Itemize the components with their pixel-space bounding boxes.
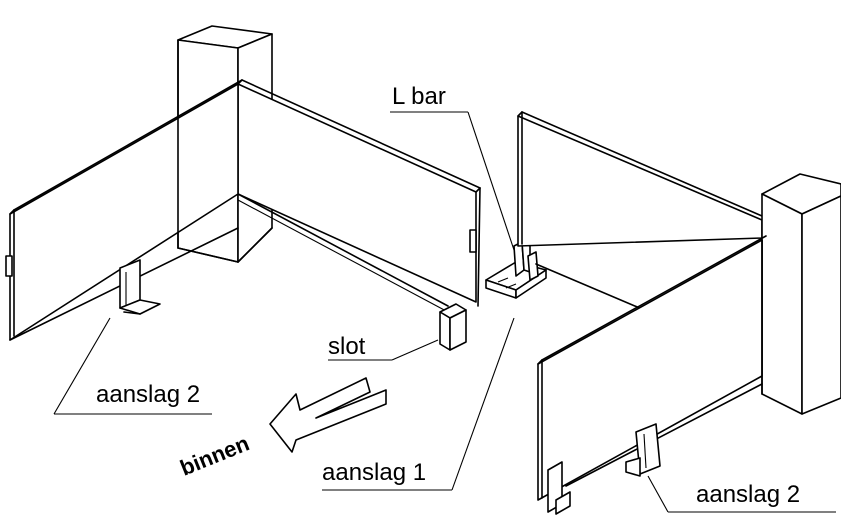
label-aanslag-1: aanslag 1 bbox=[322, 459, 426, 486]
l-bar-connector bbox=[485, 241, 547, 299]
label-aanslag-2-left: aanslag 2 bbox=[96, 381, 200, 408]
right-post bbox=[761, 173, 841, 415]
binnen-arrow bbox=[269, 377, 387, 453]
right-aanslag-bracket bbox=[625, 423, 661, 477]
left-aanslag-bracket bbox=[119, 259, 161, 315]
label-aanslag-2-right: aanslag 2 bbox=[696, 481, 800, 508]
slot-block bbox=[439, 303, 467, 351]
leader-lines bbox=[53, 111, 836, 513]
right-front-panel bbox=[537, 235, 767, 515]
label-l-bar: L bar bbox=[392, 83, 446, 110]
label-binnen: binnen bbox=[177, 430, 253, 480]
left-back-panel bbox=[237, 79, 481, 313]
label-slot: slot bbox=[328, 333, 366, 360]
